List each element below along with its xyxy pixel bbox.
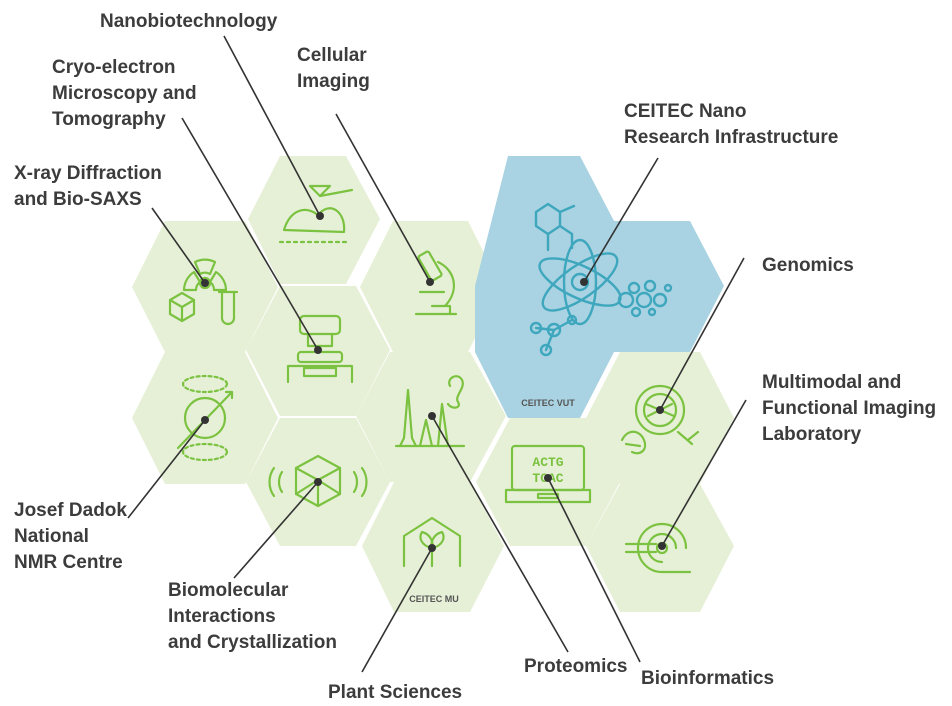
crystal-interaction-icon xyxy=(268,454,368,508)
ceitec-vut-caption: CEITEC VUT xyxy=(521,398,575,408)
leader-dots xyxy=(201,212,666,552)
label-cellular-imaging: Cellular Imaging xyxy=(297,45,370,92)
atom-molecule-icon xyxy=(529,202,673,357)
label-plant-sciences: Plant Sciences xyxy=(328,682,463,703)
label-nanobiotechnology: Nanobiotechnology xyxy=(100,11,278,32)
ceitec-mu-caption: CEITEC MU xyxy=(409,594,459,604)
label-bioinformatics: Bioinformatics xyxy=(641,668,775,689)
leader-lines xyxy=(127,35,747,673)
microscope-icon xyxy=(414,250,458,316)
xray-radiation-icon xyxy=(168,258,239,326)
label-nmr: Josef Dadok National NMR Centre xyxy=(14,500,127,573)
label-cryo-em: Cryo-electron Microscopy and Tomography xyxy=(52,57,197,130)
bioinformatics-screen-line1: ACTG xyxy=(532,455,563,470)
label-xray: X-ray Diffraction and Bio-SAXS xyxy=(14,163,162,210)
label-ceitec-nano: CEITEC Nano Research Infrastructure xyxy=(624,101,839,148)
label-multimodal: Multimodal and Functional Imaging Labora… xyxy=(762,372,937,445)
hex-nanobiotechnology[interactable] xyxy=(248,156,380,284)
hex-cellular-imaging[interactable] xyxy=(360,221,501,352)
spectrum-peaks-icon xyxy=(394,375,466,448)
mri-scanner-icon xyxy=(624,522,692,574)
label-proteomics: Proteomics xyxy=(524,656,628,677)
label-genomics: Genomics xyxy=(762,255,854,276)
label-biomolecular: Biomolecular Interactions and Crystalliz… xyxy=(168,580,337,653)
greenhouse-plant-icon xyxy=(402,516,462,568)
hex-genomics[interactable] xyxy=(586,352,734,484)
laptop-icon xyxy=(504,444,592,504)
